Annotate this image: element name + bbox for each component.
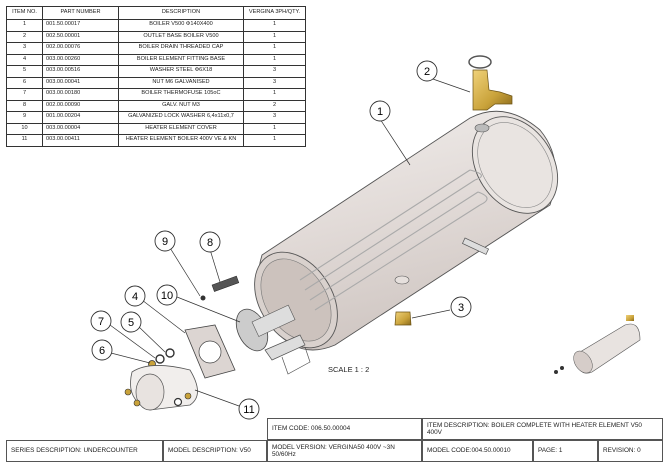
callout-circle-9 xyxy=(154,230,176,252)
model-description-cell: MODEL DESCRIPTION: V50 xyxy=(163,440,267,462)
callout-circle-11 xyxy=(238,398,260,420)
bom-cell-part-number: 002.00.00076 xyxy=(42,42,119,55)
bom-cell-description: OUTLET BASE BOILER V500 xyxy=(118,30,244,43)
bom-header-part-number: PART NUMBER xyxy=(42,6,119,20)
bom-cell-description: BOILER DRAIN THREADED CAP xyxy=(118,42,244,55)
bom-cell-quantity: 1 xyxy=(243,122,306,135)
callout-number-1: 1 xyxy=(377,106,383,118)
callout-circle-4 xyxy=(124,285,146,307)
callout-circle-5 xyxy=(120,311,142,333)
model-version-cell: MODEL VERSION: VERGINA50 400V ~3N 50/60H… xyxy=(267,440,422,462)
bom-header-quantity: VERGINA 3PH/QTY. xyxy=(243,6,306,20)
callout-circle-6 xyxy=(91,339,113,361)
bom-header-row: ITEM NO. PART NUMBER DESCRIPTION VERGINA… xyxy=(6,6,306,20)
callout-circle-3 xyxy=(450,296,472,318)
callout-circle-8 xyxy=(199,231,221,253)
model-code-cell: MODEL CODE:004.50.00010 xyxy=(422,440,533,462)
bom-header-item-no: ITEM NO. xyxy=(6,6,43,20)
item-description-cell: ITEM DESCRIPTION: BOILER COMPLETE WITH H… xyxy=(422,418,663,440)
outlet-base-part xyxy=(468,55,513,133)
bom-cell-quantity: 1 xyxy=(243,42,306,55)
bill-of-materials-table: ITEM NO. PART NUMBER DESCRIPTION VERGINA… xyxy=(6,6,306,147)
callout-circle-7 xyxy=(90,310,112,332)
callout-circle-2 xyxy=(416,60,438,82)
bom-cell-quantity: 1 xyxy=(243,134,306,147)
callout-number-6: 6 xyxy=(99,345,105,357)
scale-label: SCALE 1 : 2 xyxy=(328,365,370,374)
callout-number-3: 3 xyxy=(458,302,464,314)
bom-cell-description: HEATER ELEMENT BOILER 400V VE & KN xyxy=(118,134,244,147)
callout-number-8: 8 xyxy=(207,237,213,249)
leader-lines xyxy=(106,77,471,407)
callout-number-10: 10 xyxy=(161,290,173,302)
callout-number-9: 9 xyxy=(162,236,168,248)
callout-circle-1 xyxy=(369,100,391,122)
revision-cell: REVISION: 0 xyxy=(598,440,663,462)
bom-cell-quantity: 1 xyxy=(243,30,306,43)
series-description-cell: SERIES DESCRIPTION: UNDERCOUNTER xyxy=(6,440,163,462)
callout-number-7: 7 xyxy=(98,316,104,328)
exploded-parts xyxy=(124,275,296,411)
item-code-cell: ITEM CODE: 006.50.00004 xyxy=(267,418,422,440)
page-cell: PAGE: 1 xyxy=(533,440,598,462)
callout-number-4: 4 xyxy=(132,291,138,303)
drain-cap-part xyxy=(394,311,412,326)
isometric-preview xyxy=(554,315,641,374)
bom-cell-item-no: 3 xyxy=(6,42,43,55)
callout-number-5: 5 xyxy=(128,317,134,329)
boiler-tank xyxy=(254,110,559,375)
callout-circle-10 xyxy=(156,284,178,306)
bom-cell-part-number: 003.00.00004 xyxy=(42,122,119,135)
bom-header-description: DESCRIPTION xyxy=(118,6,244,20)
callout-number-11: 11 xyxy=(243,404,254,416)
callout-number-2: 2 xyxy=(424,66,430,78)
